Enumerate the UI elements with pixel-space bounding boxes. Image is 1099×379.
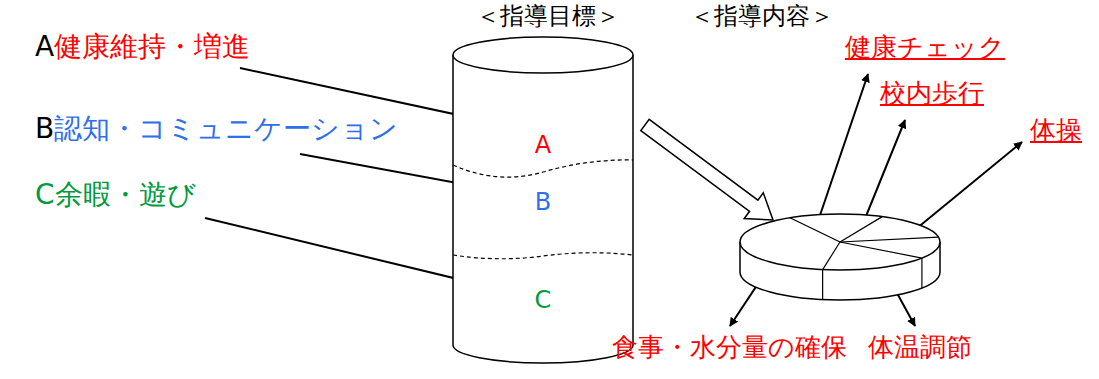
sector-edge — [822, 270, 823, 300]
label-row: A健康維持・増進 — [35, 30, 250, 64]
content-item: 校内歩行 — [880, 78, 984, 109]
band-letter: A — [535, 131, 551, 160]
label-row: 校内歩行 — [880, 78, 984, 109]
content-item: 健康チェック — [845, 32, 1005, 63]
band-divider — [453, 253, 633, 259]
sector-line — [840, 237, 938, 242]
label-row: 健康チェック — [845, 32, 1005, 63]
goal-band: A — [485, 120, 601, 170]
content-item: 体操 — [1030, 115, 1082, 146]
band-letter: B — [535, 188, 551, 217]
text-label: B — [35, 112, 54, 146]
cylinder-top — [453, 37, 633, 73]
leader-arrow — [862, 120, 905, 226]
text-label: C余暇・遊び — [35, 178, 196, 212]
disk-top — [740, 214, 940, 270]
band-letter: C — [535, 286, 552, 315]
label-row: C余暇・遊び — [35, 178, 196, 212]
label-row: 体温調節 — [868, 332, 972, 363]
text-label: A — [35, 30, 54, 64]
text-label: 認知・コミュニケーション — [54, 112, 398, 146]
leader-arrow — [905, 142, 1022, 238]
label-row: 体操 — [1030, 115, 1082, 146]
cylinder-outline — [445, 0, 641, 372]
cylinder-body — [453, 55, 633, 363]
sector-line — [790, 218, 840, 242]
text-label: 食事・水分量の確保 — [612, 332, 847, 363]
sector-line — [840, 242, 922, 258]
label-row: 食事・水分量の確保 — [612, 332, 847, 363]
goal-cylinder: ＜指導目標＞ AB C — [445, 0, 651, 372]
text-label: 体温調節 — [868, 332, 972, 363]
text-label: 健康維持・増進 — [54, 30, 250, 64]
hollow-arrow — [641, 119, 773, 220]
sector-line — [840, 217, 882, 242]
sector-line — [823, 242, 840, 270]
label-row: B認知・コミュニケーション — [35, 112, 398, 146]
sector-edge — [921, 258, 922, 288]
leader-arrow — [815, 74, 868, 230]
band-divider — [453, 160, 633, 177]
goal-band: C — [485, 275, 601, 325]
column-heading: ＜指導内容＞ — [690, 2, 950, 31]
disk-outline — [738, 212, 942, 304]
goal-band: B — [485, 180, 601, 224]
column-heading: ＜指導目標＞ — [445, 2, 651, 31]
